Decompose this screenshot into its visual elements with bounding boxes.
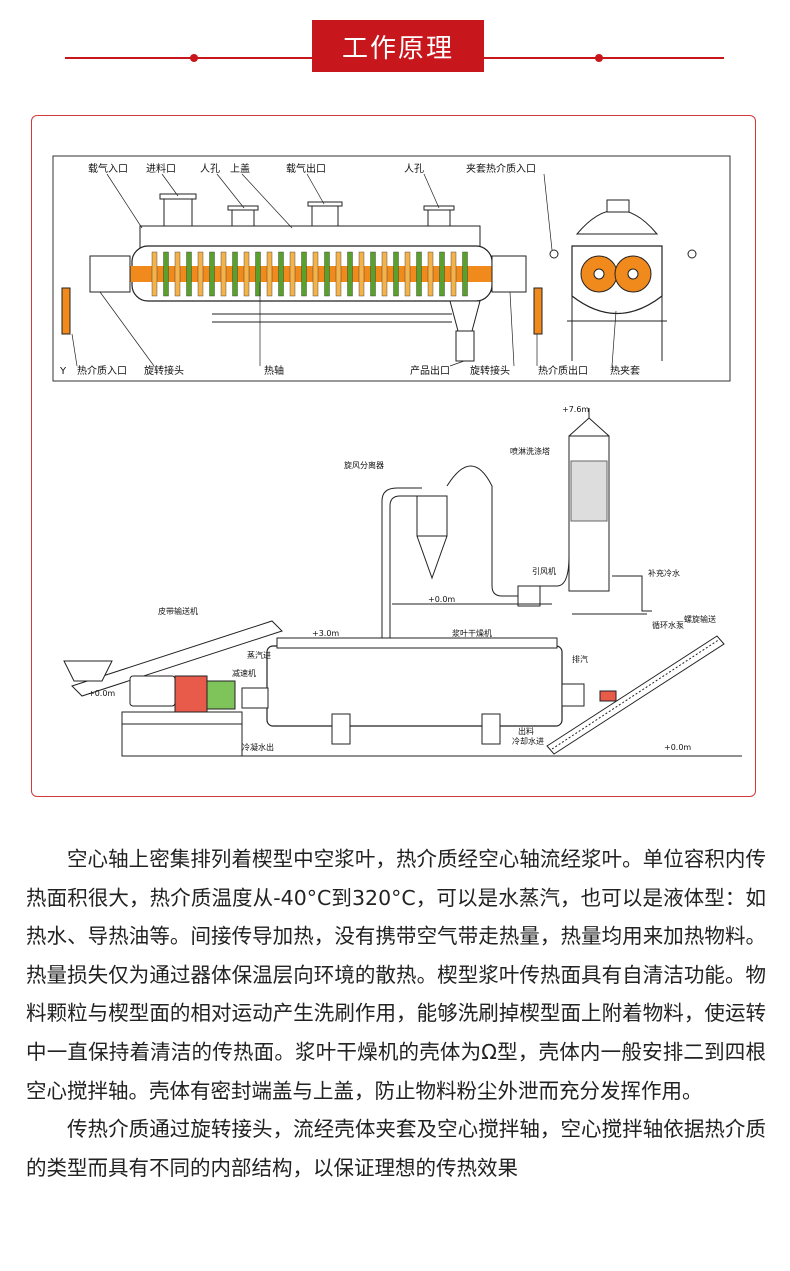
label-rotary-joint-2: 旋转接头 bbox=[470, 364, 510, 377]
paragraph-1: 空心轴上密集排列着楔型中空浆叶，热介质经空心轴流经浆叶。单位容积内传热面积很大，… bbox=[26, 847, 766, 1103]
label-gas-outlet: 载气出口 bbox=[286, 162, 326, 175]
paddle-blade bbox=[197, 251, 204, 297]
label-fan: 引风机 bbox=[532, 566, 556, 576]
label-discharge: 出料 bbox=[518, 726, 534, 736]
paddle-blades bbox=[151, 251, 468, 297]
paddle-blade bbox=[243, 251, 250, 297]
paragraph-2: 传热介质通过旋转接头，流经壳体夹套及空心搅拌轴，空心搅拌轴依据热介质的类型而具有… bbox=[26, 1117, 766, 1180]
paddle-blade bbox=[255, 251, 261, 297]
label-product-outlet: 产品出口 bbox=[410, 364, 450, 377]
paddle-blade bbox=[220, 251, 227, 297]
paddle-blade bbox=[278, 251, 284, 297]
paddle-blade bbox=[174, 251, 181, 297]
label-screw-conveyor: 螺旋输送 bbox=[684, 614, 716, 624]
corner-mark: Y bbox=[59, 366, 67, 377]
top-drawing: 载气入口 进料口 人孔 上盖 载气出口 人孔 夹套热介质入口 Y 热介质入口 旋… bbox=[52, 155, 731, 382]
header-dot-right bbox=[595, 54, 603, 62]
paddle-blade bbox=[335, 251, 342, 297]
label-elevation-right: +0.0m bbox=[664, 743, 691, 752]
paddle-blade bbox=[232, 251, 238, 297]
label-manhole-1: 人孔 bbox=[200, 163, 220, 175]
label-top-cover: 上盖 bbox=[230, 162, 250, 175]
label-make-up-water: 补充冷水 bbox=[648, 568, 680, 578]
header-line-left bbox=[65, 57, 312, 59]
section-header: 工作原理 bbox=[0, 14, 790, 72]
paddle-blade bbox=[347, 251, 353, 297]
section-title: 工作原理 bbox=[312, 20, 484, 72]
label-elevation-top: +7.6m bbox=[562, 405, 589, 414]
diagram-frame: 载气入口 进料口 人孔 上盖 载气出口 人孔 夹套热介质入口 Y 热介质入口 旋… bbox=[31, 115, 756, 797]
paddle-blade bbox=[289, 251, 296, 297]
paddle-blade bbox=[324, 251, 330, 297]
paddle-blade bbox=[404, 251, 411, 297]
label-elevation-platform: +3.0m bbox=[312, 629, 339, 638]
label-jacket-medium-inlet: 夹套热介质入口 bbox=[466, 162, 536, 175]
label-reducer: 减速机 bbox=[232, 668, 256, 678]
label-hot-jacket: 热夹套 bbox=[610, 364, 640, 377]
label-elevation-left: +0.0m bbox=[88, 689, 115, 698]
label-dryer: 浆叶干燥机 bbox=[452, 628, 492, 638]
paddle-blade bbox=[301, 251, 307, 297]
label-medium-inlet: 热介质入口 bbox=[77, 364, 127, 377]
label-hot-shaft: 热轴 bbox=[264, 364, 284, 377]
label-gas-inlet: 载气入口 bbox=[88, 162, 128, 175]
tower-packing bbox=[570, 460, 608, 522]
label-cooling-water-in: 冷却水进 bbox=[512, 736, 544, 746]
paddle-blade bbox=[358, 251, 365, 297]
description-text: 空心轴上密集排列着楔型中空浆叶，热介质经空心轴流经浆叶。单位容积内传热面积很大，… bbox=[26, 840, 766, 1187]
label-belt-conveyor: 皮带输送机 bbox=[158, 606, 198, 616]
label-cyclone: 旋风分离器 bbox=[344, 460, 384, 470]
paddle-blade bbox=[427, 251, 434, 297]
paddle-blade bbox=[186, 251, 192, 297]
dryer-diagram: 载气入口 进料口 人孔 上盖 载气出口 人孔 夹套热介质入口 Y 热介质入口 旋… bbox=[52, 155, 742, 757]
paddle-blade bbox=[312, 251, 319, 297]
reducer-icon bbox=[174, 675, 208, 713]
paddle-blade bbox=[163, 251, 169, 297]
paddle-blade bbox=[462, 251, 468, 297]
paddle-blade bbox=[416, 251, 422, 297]
label-rotary-joint-1: 旋转接头 bbox=[144, 364, 184, 377]
paddle-blade bbox=[370, 251, 376, 297]
label-spray-tower: 喷淋洗涤塔 bbox=[510, 446, 550, 456]
label-feed-inlet: 进料口 bbox=[146, 162, 176, 175]
paddle-blade bbox=[209, 251, 215, 297]
paddle-blade bbox=[439, 251, 445, 297]
fan-icon bbox=[517, 585, 541, 607]
label-circulating-pump: 循环水泵 bbox=[652, 620, 684, 630]
label-steam-in: 蒸汽进 bbox=[247, 650, 271, 660]
header-line-right bbox=[484, 57, 724, 59]
label-manhole-2: 人孔 bbox=[404, 163, 424, 175]
label-medium-outlet: 热介质出口 bbox=[538, 364, 588, 377]
label-vent: 排汽 bbox=[572, 654, 588, 664]
bottom-drawing: +7.6m 喷淋洗涤塔 旋风分离器 引风机 补充冷水 +0.0m 循环水泵 皮带… bbox=[63, 405, 742, 757]
paddle-blade bbox=[381, 251, 388, 297]
paddle-blade bbox=[266, 251, 273, 297]
label-condensate-out: 冷凝水出 bbox=[242, 742, 274, 752]
label-elevation-mid: +0.0m bbox=[428, 595, 455, 604]
paddle-blade bbox=[151, 251, 158, 297]
paddle-blade bbox=[393, 251, 399, 297]
paddle-blade bbox=[450, 251, 457, 297]
header-dot-left bbox=[190, 54, 198, 62]
